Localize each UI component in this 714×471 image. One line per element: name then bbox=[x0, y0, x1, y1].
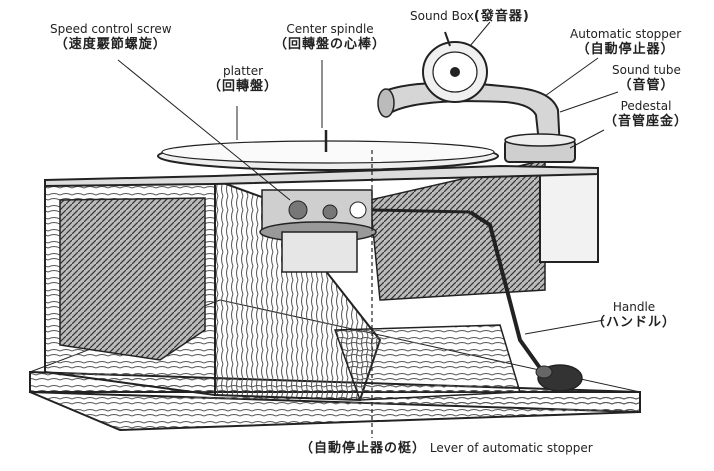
label-pedestal-en: Pedestal bbox=[620, 99, 672, 113]
label-automatic-stopper: Automatic stopper （自動停止器） bbox=[570, 27, 681, 57]
label-speed-control-screw: Speed control screw （速度覈節螺旋） bbox=[50, 22, 172, 52]
label-speed-control-en: Speed control screw bbox=[50, 22, 172, 36]
label-speed-control-jp: （速度覈節螺旋） bbox=[54, 37, 167, 52]
label-sound-box: Sound Box(發音器) bbox=[410, 9, 530, 24]
crank-handle bbox=[468, 210, 583, 392]
label-sound-box-jp: (發音器) bbox=[473, 9, 530, 24]
label-sound-box-en: Sound Box bbox=[410, 9, 474, 23]
label-sound-tube-jp: （音管） bbox=[618, 78, 675, 93]
motor-assembly bbox=[259, 189, 471, 273]
cabinet bbox=[44, 159, 599, 402]
label-pedestal: Pedestal （音管座金） bbox=[604, 99, 688, 129]
label-pedestal-jp: （音管座金） bbox=[604, 114, 689, 129]
label-platter-en: platter bbox=[222, 64, 264, 78]
label-center-spindle-en: Center spindle bbox=[286, 22, 374, 36]
label-sound-tube: Sound tube （音管） bbox=[612, 63, 681, 93]
label-platter: platter （回轉盤） bbox=[208, 64, 278, 94]
label-sound-tube-en: Sound tube bbox=[612, 63, 681, 77]
label-handle-en: Handle bbox=[612, 300, 656, 314]
sound-box bbox=[422, 31, 488, 103]
leader-lines bbox=[117, 21, 619, 335]
label-automatic-stopper-en: Automatic stopper bbox=[570, 27, 682, 41]
label-center-spindle: Center spindle （回轉盤の心棒） bbox=[274, 22, 386, 52]
label-handle-jp: （ハンドル） bbox=[592, 315, 677, 330]
platter-disc bbox=[157, 130, 499, 171]
label-lever-jp: （自動停止器の梃） bbox=[300, 441, 427, 456]
label-platter-jp: （回轉盤） bbox=[208, 79, 279, 94]
label-lever-en: Lever of automatic stopper bbox=[429, 441, 593, 455]
label-lever-automatic-stopper: （自動停止器の梃） Lever of automatic stopper bbox=[300, 441, 593, 456]
label-center-spindle-jp: （回轉盤の心棒） bbox=[274, 37, 387, 52]
label-handle: Handle （ハンドル） bbox=[592, 300, 676, 330]
label-automatic-stopper-jp: （自動停止器） bbox=[576, 42, 675, 57]
